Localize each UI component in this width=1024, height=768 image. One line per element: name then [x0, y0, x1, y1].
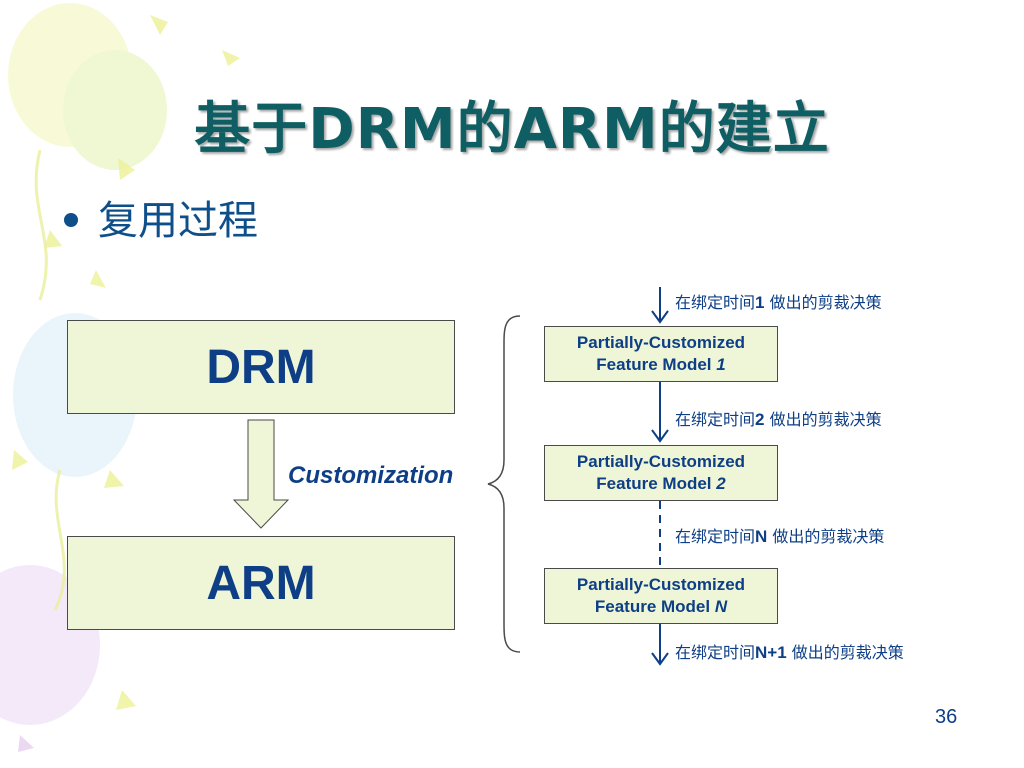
decision-time: N: [755, 527, 768, 546]
drm-label: DRM: [206, 340, 316, 394]
bullet-text: 复用过程: [98, 198, 258, 244]
decision-time: N+1: [755, 643, 787, 662]
decision-prefix: 在绑定时间: [675, 643, 756, 662]
arm-box: ARM: [67, 536, 455, 630]
decision-suffix: 做出的剪裁决策: [767, 527, 885, 546]
customization-label: Customization: [288, 462, 454, 489]
feature-model-box-1: Partially-Customized Feature Model 1: [544, 326, 778, 382]
decision-suffix: 做出的剪裁决策: [764, 410, 882, 429]
feature-model-box-2: Partially-Customized Feature Model 2: [544, 445, 778, 501]
feature-model-index: N: [714, 597, 728, 616]
page-number: 36: [935, 706, 958, 728]
decision-prefix: 在绑定时间: [675, 527, 756, 546]
decision-time: 2: [755, 410, 765, 429]
decision-label-n: 在绑定时间N 做出的剪裁决策: [675, 523, 884, 547]
feature-model-line2: Feature Model: [596, 474, 717, 493]
decision-label-n-plus-1: 在绑定时间N+1 做出的剪裁决策: [675, 639, 904, 663]
feature-model-box-n: Partially-Customized Feature Model N: [544, 568, 778, 624]
decision-label-2: 在绑定时间2 做出的剪裁决策: [675, 406, 882, 430]
bullet-dot-icon: [64, 213, 78, 227]
drm-box: DRM: [67, 320, 455, 414]
feature-model-line1: Partially-Customized: [576, 452, 746, 471]
slide-title: 基于DRM的ARM的建立: [194, 97, 830, 162]
feature-model-index: 1: [716, 355, 726, 374]
feature-model-line1: Partially-Customized: [576, 575, 746, 594]
decision-prefix: 在绑定时间: [675, 293, 756, 312]
feature-model-line2: Feature Model: [594, 597, 715, 616]
feature-model-line1: Partially-Customized: [576, 333, 746, 352]
feature-model-line2: Feature Model: [596, 355, 717, 374]
bullet-item: 复用过程: [64, 188, 258, 246]
balloon-green: [63, 50, 167, 170]
feature-model-index: 2: [716, 474, 726, 493]
feature-model-line2-wrap: Feature Model N: [595, 596, 727, 618]
arm-label: ARM: [206, 556, 316, 610]
decision-suffix: 做出的剪裁决策: [786, 643, 904, 662]
feature-model-line2-wrap: Feature Model 1: [596, 354, 725, 376]
decision-prefix: 在绑定时间: [675, 410, 756, 429]
feature-model-line2-wrap: Feature Model 2: [596, 473, 725, 495]
decision-suffix: 做出的剪裁决策: [764, 293, 882, 312]
decision-time: 1: [755, 293, 765, 312]
decision-label-1: 在绑定时间1 做出的剪裁决策: [675, 289, 882, 313]
